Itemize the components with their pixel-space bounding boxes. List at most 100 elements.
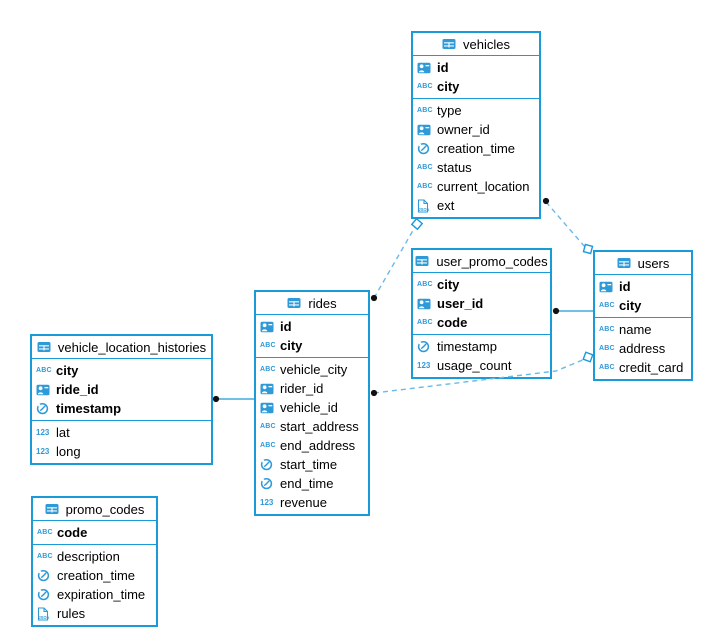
column-name: timestamp	[437, 339, 497, 354]
column-row-timestamp[interactable]: timestamp	[32, 399, 211, 418]
column-row-city[interactable]: ABC city	[256, 336, 368, 355]
column-name: usage_count	[437, 358, 512, 373]
relationship-endpoint-dot[interactable]	[542, 197, 550, 205]
relationship-endpoint-diamond[interactable]	[582, 243, 594, 255]
json-type-icon: JSON	[417, 198, 434, 213]
column-name: creation_time	[57, 568, 136, 583]
timestamp-icon	[37, 588, 54, 601]
text-type-icon: ABC	[417, 281, 433, 288]
column-name: end_address	[280, 438, 356, 453]
column-row-name[interactable]: ABC name	[595, 320, 691, 339]
column-name: vehicle_id	[280, 400, 338, 415]
column-row-usage_count[interactable]: 123 usage_count	[413, 356, 550, 375]
column-row-id[interactable]: id	[595, 277, 691, 296]
relationship-vehicle_location_histories-to-rides[interactable]	[212, 395, 254, 403]
column-row-id[interactable]: id	[413, 58, 539, 77]
column-row-end_address[interactable]: ABC end_address	[256, 436, 368, 455]
column-name: current_location	[437, 179, 530, 194]
table-header[interactable]: vehicle_location_histories	[32, 336, 211, 359]
user-id-icon	[260, 383, 277, 395]
table-header[interactable]: user_promo_codes	[413, 250, 550, 273]
column-row-start_time[interactable]: start_time	[256, 455, 368, 474]
table-icon	[37, 341, 53, 353]
column-row-timestamp[interactable]: timestamp	[413, 337, 550, 356]
relationship-endpoint-diamond[interactable]	[410, 217, 424, 231]
column-row-user_id[interactable]: user_id	[413, 294, 550, 313]
text-type-icon: ABC	[260, 442, 276, 449]
table-header[interactable]: promo_codes	[33, 498, 156, 521]
relationship-vehicles-to-users[interactable]	[542, 197, 594, 255]
column-name: revenue	[280, 495, 327, 510]
relationship-endpoint-dot[interactable]	[552, 307, 560, 315]
column-row-end_time[interactable]: end_time	[256, 474, 368, 493]
text-type-icon: ABC	[417, 319, 433, 326]
number-type-icon: 123	[417, 360, 431, 370]
column-name: credit_card	[619, 360, 684, 375]
relationship-endpoint-dot[interactable]	[212, 395, 220, 403]
column-row-creation_time[interactable]: creation_time	[33, 566, 156, 585]
column-name: city	[280, 338, 303, 353]
column-row-creation_time[interactable]: creation_time	[413, 139, 539, 158]
table-header[interactable]: users	[595, 252, 691, 275]
table-header[interactable]: vehicles	[413, 33, 539, 56]
text-type-icon: ABC	[260, 342, 276, 349]
column-row-id[interactable]: id	[256, 317, 368, 336]
column-name: start_time	[280, 457, 338, 472]
relationship-endpoint-dot[interactable]	[370, 294, 378, 302]
column-name: city	[56, 363, 79, 378]
column-name: name	[619, 322, 652, 337]
column-row-rider_id[interactable]: rider_id	[256, 379, 368, 398]
column-name: rules	[57, 606, 86, 621]
relationship-endpoint-diamond[interactable]	[582, 351, 594, 363]
table-header[interactable]: rides	[256, 292, 368, 315]
relationship-user_promo_codes-to-users[interactable]	[552, 307, 593, 315]
column-row-ride_id[interactable]: ride_id	[32, 380, 211, 399]
text-type-icon: ABC	[599, 345, 615, 352]
column-row-expiration_time[interactable]: expiration_time	[33, 585, 156, 604]
relationship-line[interactable]	[545, 201, 586, 248]
number-type-icon: 123	[36, 446, 50, 456]
column-row-owner_id[interactable]: owner_id	[413, 120, 539, 139]
column-row-vehicle_id[interactable]: vehicle_id	[256, 398, 368, 417]
table-icon	[45, 503, 61, 515]
text-type-icon: ABC	[599, 326, 615, 333]
relationship-endpoint-dot[interactable]	[370, 389, 378, 397]
column-name: user_id	[437, 296, 484, 311]
column-name: code	[57, 525, 88, 540]
table-name: vehicles	[463, 36, 510, 52]
relationship-line[interactable]	[373, 226, 416, 299]
timestamp-icon	[36, 402, 53, 415]
table-icon	[617, 257, 633, 269]
table-name: rides	[308, 295, 337, 311]
